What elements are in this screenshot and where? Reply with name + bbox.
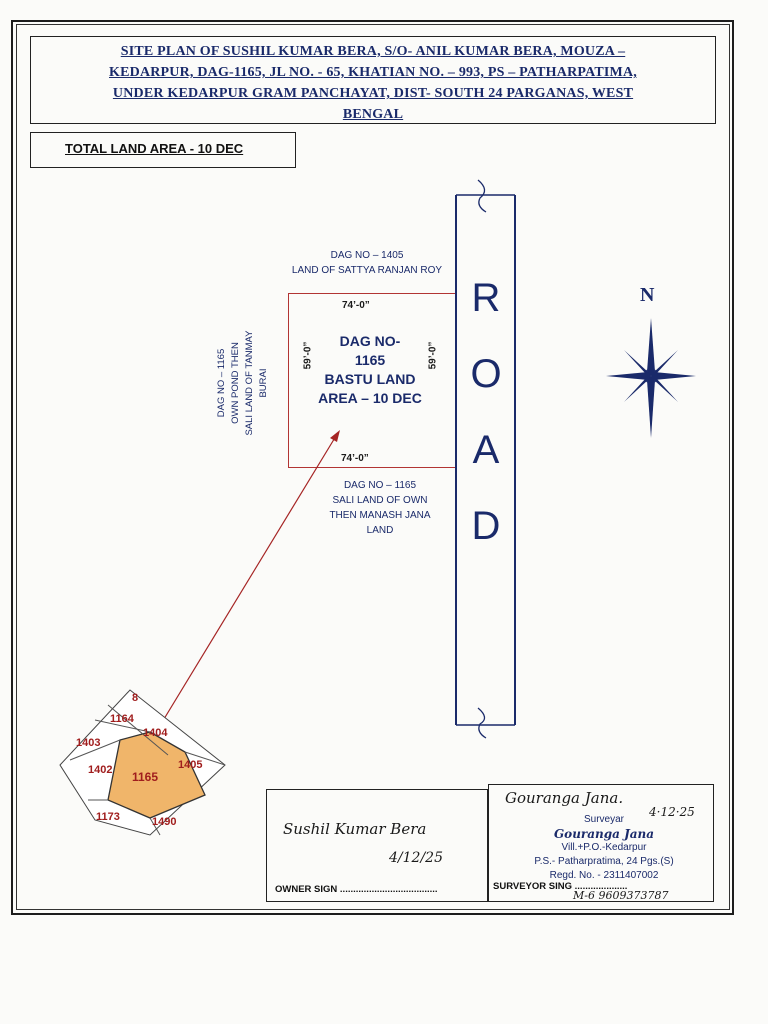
stamp-ps: P.S.- Patharpratima, 24 Pgs.(S) bbox=[534, 856, 674, 867]
dim-bottom: 74’-0” bbox=[341, 453, 369, 464]
stamp-regd: Regd. No. - 2311407002 bbox=[549, 870, 659, 881]
road-letter-o: O bbox=[470, 352, 502, 396]
mini-label-8: 8 bbox=[132, 692, 139, 704]
surveyor-sign-date: 4·12·25 bbox=[649, 805, 695, 819]
surveyor-mobile: M-6 9609373787 bbox=[573, 889, 669, 902]
compass-west-point bbox=[606, 372, 651, 380]
title-line-4: BENGAL bbox=[342, 107, 404, 122]
road-letter-a: A bbox=[472, 428, 500, 472]
road-break-top bbox=[477, 179, 487, 213]
road-letter-d: D bbox=[471, 504, 501, 548]
total-land-area-box: TOTAL LAND AREA - 10 DEC bbox=[30, 132, 296, 168]
south-neighbour-dag: DAG NO – 1165 bbox=[343, 480, 417, 491]
title-line-2: KEDARPUR, DAG-1165, JL NO. - 65, KHATIAN… bbox=[109, 65, 637, 80]
location-arrow-line bbox=[149, 435, 337, 743]
page-inner-border bbox=[16, 24, 730, 910]
mini-label-1165: 1165 bbox=[132, 770, 159, 784]
compass-south-point bbox=[647, 376, 655, 438]
mini-location-map bbox=[59, 689, 226, 836]
stamp-address: Vill.+P.O.-Kedarpur bbox=[561, 842, 647, 853]
site-plan-title: SITE PLAN OF SUSHIL KUMAR BERA, S/O- ANI… bbox=[30, 36, 716, 124]
plot-dag-number: 1165 bbox=[354, 352, 386, 368]
mini-label-1490: 1490 bbox=[152, 816, 177, 828]
south-neighbour-label: DAG NO – 1165 SALI LAND OF OWN THEN MANA… bbox=[300, 478, 460, 538]
location-arrow-head bbox=[330, 430, 340, 442]
page-outer-border bbox=[11, 20, 734, 915]
mini-label-1403: 1403 bbox=[76, 737, 101, 749]
compass-north-label: N bbox=[640, 284, 655, 306]
south-neighbour-line2: SALI LAND OF OWN bbox=[332, 495, 428, 506]
compass-rose bbox=[606, 318, 696, 438]
compass-north-point bbox=[647, 318, 655, 376]
total-land-area-text: TOTAL LAND AREA - 10 DEC bbox=[65, 141, 244, 156]
north-neighbour-label: DAG NO – 1405 LAND OF SATTYA RANJAN ROY bbox=[262, 248, 472, 278]
owner-sign-box: Sushil Kumar Bera 4/12/25 OWNER SIGN ...… bbox=[266, 789, 488, 902]
surveyor-sign-label: SURVEYOR SING .................... bbox=[493, 881, 628, 892]
south-neighbour-line4: LAND bbox=[366, 525, 394, 536]
mini-label-1402: 1402 bbox=[88, 764, 113, 776]
mini-label-1405: 1405 bbox=[178, 759, 203, 771]
plot-dag-label: DAG NO- bbox=[339, 333, 401, 349]
surveyor-stamp: Surveyar Gouranga Jana Vill.+P.O.-Kedarp… bbox=[529, 813, 679, 883]
road-letter-r: R bbox=[471, 276, 501, 320]
title-line-1: SITE PLAN OF SUSHIL KUMAR BERA, S/O- ANI… bbox=[120, 44, 626, 59]
compass-east-point bbox=[651, 372, 696, 380]
surveyor-sign-box: Gouranga Jana. 4·12·25 Surveyar Gouranga… bbox=[488, 784, 714, 902]
south-neighbour-line3: THEN MANASH JANA bbox=[329, 510, 431, 521]
plot-area: AREA – 10 DEC bbox=[318, 390, 422, 406]
title-line-3: UNDER KEDARPUR GRAM PANCHAYAT, DIST- SOU… bbox=[112, 86, 634, 101]
north-neighbour-dag: DAG NO – 1405 bbox=[330, 250, 404, 261]
owner-sign-date: 4/12/25 bbox=[389, 850, 443, 866]
surveyor-signature: Gouranga Jana. bbox=[505, 789, 624, 807]
plot-description: DAG NO- 1165 BASTU LAND AREA – 10 DEC bbox=[300, 332, 440, 408]
north-neighbour-owner: LAND OF SATTYA RANJAN ROY bbox=[291, 265, 443, 276]
mini-label-1164: 1164 bbox=[110, 713, 134, 725]
mini-label-1173: 1173 bbox=[96, 811, 120, 823]
stamp-title: Surveyar bbox=[583, 814, 624, 825]
dim-top: 74’-0” bbox=[342, 300, 370, 311]
stamp-name: Gouranga Jana bbox=[553, 827, 655, 841]
road-break-bottom bbox=[477, 707, 487, 739]
plot-land-type: BASTU LAND bbox=[324, 371, 416, 387]
mini-label-1404: 1404 bbox=[143, 727, 168, 739]
owner-signature: Sushil Kumar Bera bbox=[283, 820, 427, 838]
owner-sign-label: OWNER SIGN .............................… bbox=[275, 884, 438, 895]
